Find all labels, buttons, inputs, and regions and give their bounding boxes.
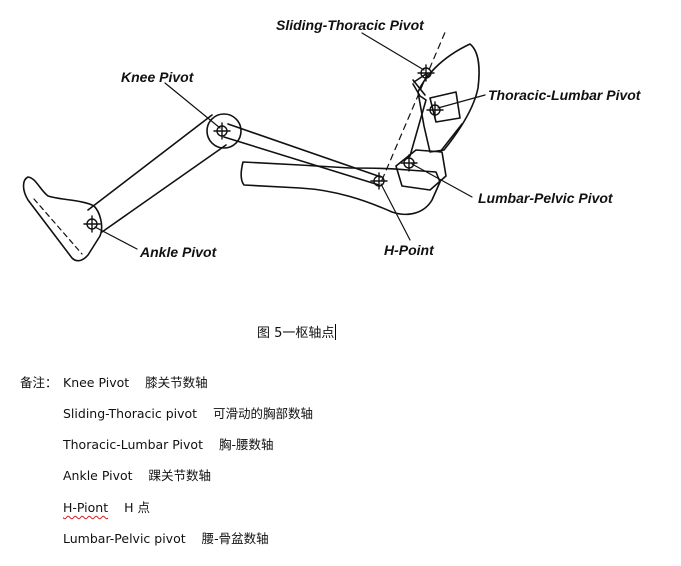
note-item: Lumbar-Pelvic pivot 腰-骨盆数轴	[63, 528, 269, 547]
note-item: Thoracic-Lumbar Pivot 胸-腰数轴	[63, 434, 273, 453]
note-item-chinese: 膝关节数轴	[145, 375, 208, 390]
shin-front-edge	[87, 114, 213, 211]
knee-pivot-marker	[213, 122, 231, 140]
label-lumbar-pelvic-pivot: Lumbar-Pelvic Pivot	[478, 190, 613, 206]
note-item: Knee Pivot 膝关节数轴	[63, 372, 208, 391]
figure-caption: 图 5一枢轴点	[257, 322, 337, 341]
note-item-chinese: 踝关节数轴	[148, 468, 212, 483]
pivot-diagram-drawing	[22, 29, 486, 262]
label-thoracic-lumbar-pivot: Thoracic-Lumbar Pivot	[488, 87, 641, 103]
foot-shape	[22, 176, 103, 262]
note-item-english: Ankle Pivot	[63, 468, 133, 483]
sliding-thoracic-pivot-marker	[417, 64, 435, 82]
note-item: Ankle Pivot 踝关节数轴	[63, 465, 211, 484]
back-inner-edge	[439, 123, 463, 153]
thigh-rod-upper	[227, 123, 382, 178]
thoracic-lumbar-pivot-marker	[426, 101, 444, 119]
leader-lines	[94, 32, 486, 250]
label-sliding-thoracic-pivot: Sliding-Thoracic Pivot	[276, 17, 424, 33]
thoracic-rod-outer	[412, 79, 426, 96]
back-panel	[417, 43, 480, 153]
note-item-chinese: H 点	[124, 500, 150, 515]
lumbar-pelvic-pivot-marker	[400, 154, 418, 172]
note-item-english-misspelled: H-Piont	[63, 500, 109, 515]
ankle-pivot-marker	[83, 215, 101, 233]
foot-centerline	[33, 198, 83, 255]
note-item-chinese: 腰-骨盆数轴	[201, 531, 269, 546]
leader-lumbar-pelvic	[411, 163, 473, 198]
label-ankle-pivot: Ankle Pivot	[140, 244, 217, 260]
knee-joint-outline	[206, 113, 242, 149]
note-item: H-Piont H 点	[63, 497, 150, 516]
note-item-english: Knee Pivot	[63, 375, 130, 390]
lumbar-insert	[429, 91, 461, 123]
notes-prefix: 备注：	[20, 375, 58, 390]
shin-back-edge	[101, 144, 227, 233]
note-item-chinese: 胸-腰数轴	[218, 437, 274, 452]
label-knee-pivot: Knee Pivot	[121, 69, 194, 85]
note-item-english: Sliding-Thoracic pivot	[63, 406, 198, 421]
seat-pan	[240, 161, 441, 216]
pelvis-block	[395, 149, 447, 191]
note-item-chinese: 可滑动的胸部数轴	[213, 406, 314, 421]
thoracic-rod-upper	[413, 73, 427, 83]
h-point-marker	[370, 172, 388, 190]
note-item-english: Lumbar-Pelvic pivot	[63, 531, 186, 546]
note-item: Sliding-Thoracic pivot 可滑动的胸部数轴	[63, 403, 313, 422]
note-item-english: Thoracic-Lumbar Pivot	[63, 437, 203, 452]
leader-knee	[164, 82, 221, 129]
torso-reference-line	[381, 29, 447, 181]
text-cursor	[335, 324, 337, 340]
leader-sliding-thoracic	[361, 32, 425, 71]
thigh-rod-lower	[223, 136, 380, 186]
leader-ankle	[94, 226, 138, 250]
figure-caption-text: 图 5一枢轴点	[257, 326, 335, 341]
leader-h-point	[380, 183, 411, 241]
label-h-point: H-Point	[384, 242, 434, 258]
thoracic-bracket	[403, 83, 427, 161]
leader-thoracic-lumbar	[437, 94, 486, 109]
pivot-diagram: Sliding-Thoracic Pivot Knee Pivot Thorac…	[22, 17, 641, 262]
